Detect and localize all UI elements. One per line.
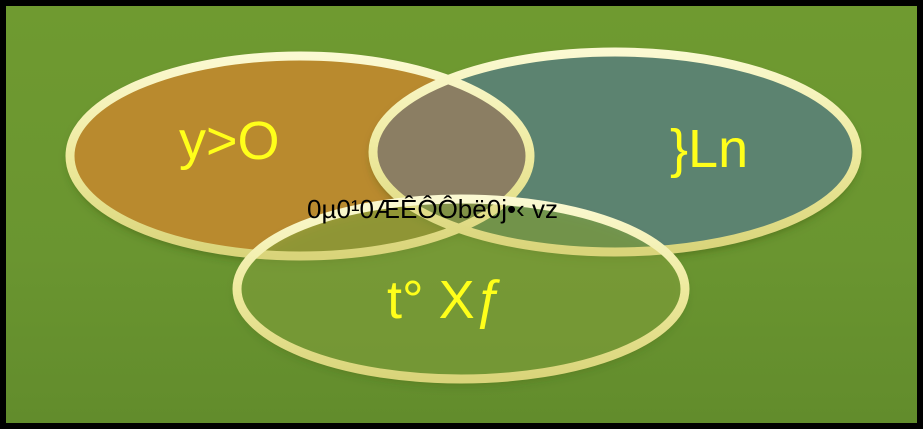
circle-right-label: }Ln bbox=[670, 119, 749, 179]
center-overlap-label: 0µ0¹0ÆÊÔÔbë0j•‹ vz bbox=[307, 194, 558, 224]
circle-bottom-ring bbox=[232, 194, 690, 384]
circle-left-label: y>O bbox=[179, 111, 280, 171]
circle-left-ring bbox=[65, 51, 535, 261]
venn-diagram bbox=[65, 47, 862, 384]
circle-bottom-label: t° Xƒ bbox=[387, 270, 505, 330]
circle-bottom-fill bbox=[237, 199, 685, 379]
circle-right-ring bbox=[368, 47, 862, 257]
